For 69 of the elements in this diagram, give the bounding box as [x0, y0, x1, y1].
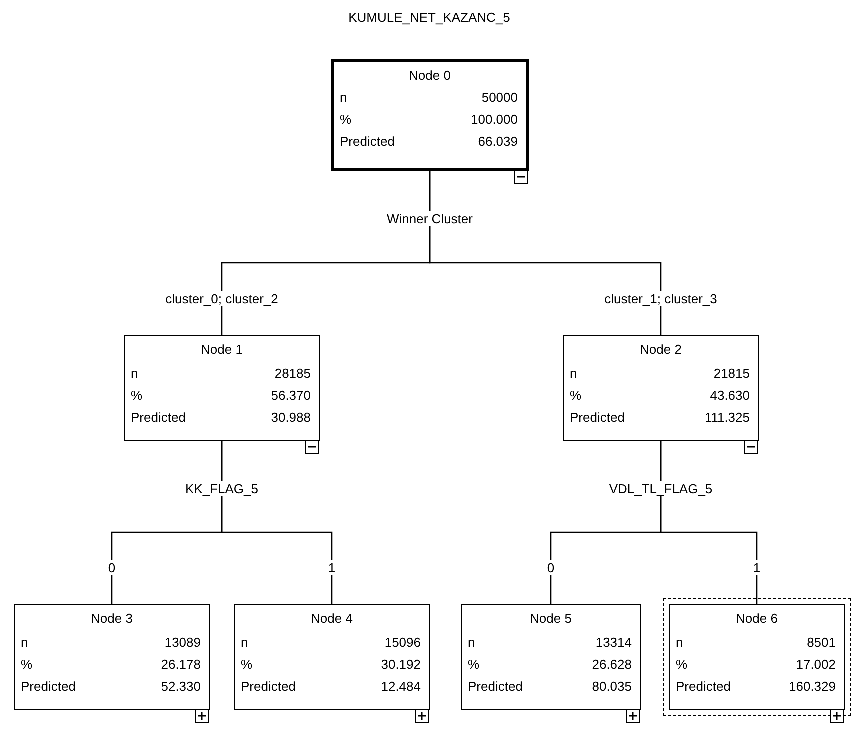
tree-node-box: [234, 604, 430, 710]
stat-value: 43.630: [710, 388, 750, 403]
stat-value: 30.988: [271, 410, 311, 425]
stat-value: 26.178: [161, 657, 201, 672]
stat-value: 26.628: [592, 657, 632, 672]
stat-name: %: [340, 112, 352, 127]
stat-value: 12.484: [381, 679, 421, 694]
split-variable-label: KK_FLAG_5: [184, 481, 260, 496]
stat-name: Predicted: [570, 410, 625, 425]
edge-label: 0: [545, 560, 557, 576]
stat-name: %: [131, 388, 143, 403]
node-heading: Node 6: [735, 611, 779, 626]
stat-value: 13089: [164, 635, 201, 650]
stat-value: 56.370: [271, 388, 311, 403]
split-variable-label: VDL_TL_FLAG_5: [607, 481, 715, 496]
split-variable-label: Winner Cluster: [385, 212, 475, 226]
stat-value: 66.039: [478, 134, 518, 149]
stat-name: Predicted: [468, 679, 523, 694]
stat-name: Predicted: [131, 410, 186, 425]
stat-value: 28185: [274, 366, 311, 381]
stat-name: n: [131, 366, 138, 381]
node-heading: Node 3: [90, 611, 134, 626]
stat-name: n: [241, 635, 248, 650]
tree-node-box: [461, 604, 641, 710]
stat-value: 8501: [807, 635, 836, 650]
stat-value: 111.325: [704, 410, 750, 425]
stat-name: n: [340, 90, 348, 105]
stat-name: %: [21, 657, 33, 672]
edge-label: cluster_1; cluster_3: [602, 292, 720, 306]
edge-label: 1: [751, 560, 763, 576]
stat-name: Predicted: [21, 679, 76, 694]
stat-value: 50000: [482, 90, 518, 105]
stat-name: %: [570, 388, 582, 403]
stat-name: %: [676, 657, 688, 672]
tree-connector: [221, 441, 333, 604]
stat-name: n: [570, 366, 578, 381]
stat-name: n: [676, 635, 684, 650]
stat-name: n: [21, 635, 28, 650]
stat-value: 13314: [596, 635, 632, 650]
node-heading: Node 4: [310, 611, 354, 626]
stat-name: Predicted: [340, 134, 395, 149]
stat-name: %: [468, 657, 480, 672]
stat-value: 15096: [384, 635, 421, 650]
tree-connector: [429, 171, 662, 335]
stat-value: 80.035: [592, 679, 632, 694]
edge-label: cluster_0; cluster_2: [164, 292, 280, 306]
node-heading: Node 0: [408, 68, 452, 83]
stat-name: Predicted: [241, 679, 296, 694]
stat-name: Predicted: [676, 679, 731, 694]
stat-name: %: [241, 657, 253, 672]
stat-value: 30.192: [381, 657, 421, 672]
tree-node-box: [563, 335, 759, 441]
node-heading: Node 2: [639, 342, 683, 357]
edge-label: 0: [106, 560, 118, 576]
tree-node-box: [124, 335, 320, 441]
chart-title: KUMULE_NET_KAZANC_5: [348, 10, 512, 25]
stat-name: n: [468, 635, 476, 650]
tree-node-box: [14, 604, 210, 710]
stat-value: 160.329: [789, 679, 836, 694]
node-heading: Node 1: [200, 342, 244, 357]
edge-label: 1: [326, 560, 338, 576]
stat-value: 100.000: [471, 112, 518, 127]
stat-value: 21815: [714, 366, 750, 381]
stat-value: 17.002: [796, 657, 836, 672]
stat-value: 52.330: [161, 679, 201, 694]
node-heading: Node 5: [529, 611, 573, 626]
tree-node-box: [669, 604, 845, 710]
tree-node-box: [331, 59, 529, 171]
tree-connector: [660, 441, 758, 604]
